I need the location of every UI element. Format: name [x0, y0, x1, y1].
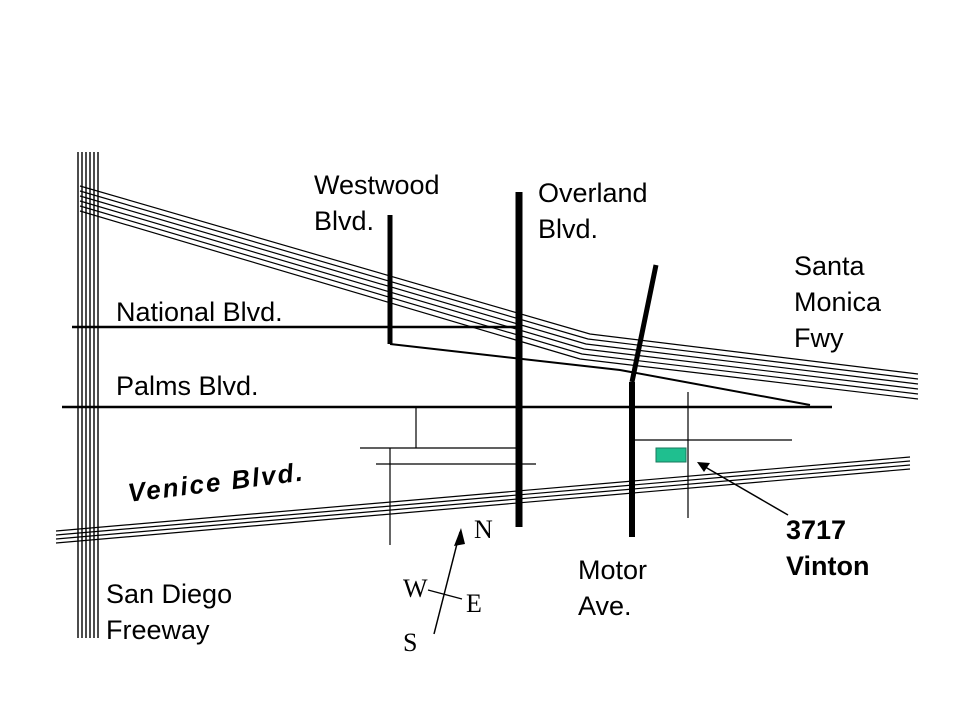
motor-ave-upper-line: [629, 264, 659, 383]
local-streets: [360, 392, 792, 545]
venice-blvd-lines: [55, 456, 911, 544]
compass-w-label: W: [403, 574, 428, 603]
compass-s-label: S: [403, 628, 418, 657]
compass-arrow-head: [454, 528, 465, 546]
location-marker: [655, 447, 687, 463]
compass-arrow-line: [433, 531, 461, 635]
connector-road: [389, 343, 811, 406]
compass-n-label: N: [474, 515, 493, 544]
santa-monica-freeway-lines: [79, 185, 919, 400]
pointer-arrow-line: [699, 463, 789, 516]
san-diego-freeway-lines: [77, 152, 99, 638]
compass-cross-line: [427, 589, 463, 600]
national-blvd-label: National Blvd.: [116, 297, 283, 327]
palms-blvd-label: Palms Blvd.: [116, 371, 259, 401]
compass-e-label: E: [466, 589, 482, 618]
pointer-arrow-head: [697, 462, 710, 472]
